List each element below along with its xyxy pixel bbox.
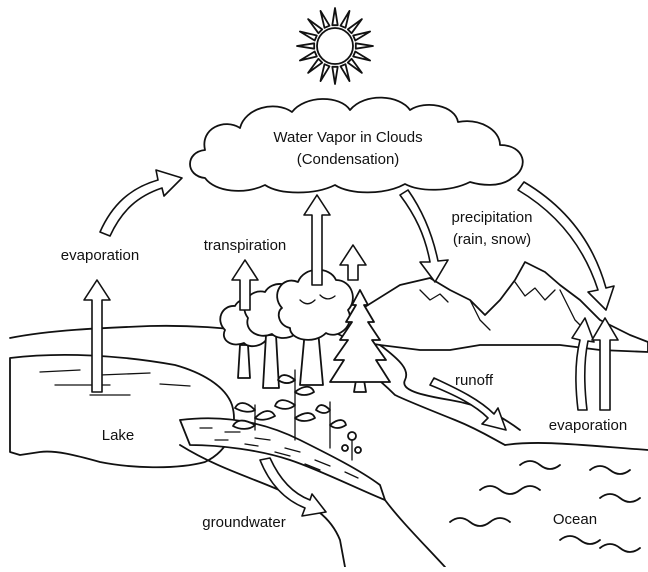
sun-ray [353, 32, 370, 41]
ocean-shore-line [385, 500, 445, 567]
sun-ray [353, 52, 370, 61]
sun-ray [300, 52, 317, 61]
ocean-waves: Ocean [450, 461, 640, 552]
sun-ray [348, 19, 362, 33]
cloud-shape: Water Vapor in Clouds (Condensation) [190, 98, 523, 193]
precipitation-label-line2: (rain, snow) [453, 231, 531, 248]
evaporation-right-label: evaporation [549, 417, 627, 434]
sun-ray [341, 64, 350, 81]
arrow-evap-to-cloud [100, 170, 182, 236]
ocean-horizon-line [505, 443, 648, 450]
evaporation-left-label: evaporation [61, 247, 139, 264]
sun-ray [321, 11, 330, 28]
sun-icon [297, 8, 373, 84]
lake: Lake [10, 355, 234, 467]
sun-ray [341, 11, 350, 28]
sun-ray [321, 64, 330, 81]
arrow-precipitation [400, 190, 448, 282]
sun-ray [308, 19, 322, 33]
sun-ray [332, 8, 337, 25]
sun-ray [308, 59, 322, 73]
lake-label: Lake [102, 427, 135, 444]
runoff-label: runoff [455, 372, 494, 389]
arrow-evap-ocean-1 [572, 318, 594, 410]
cloud-label-line1: Water Vapor in Clouds [273, 129, 422, 146]
sun-ray [332, 67, 337, 84]
ocean-label: Ocean [553, 511, 597, 528]
sun-ray [297, 43, 314, 48]
cloud-label-line2: (Condensation) [297, 151, 400, 168]
horizon-line-left [10, 326, 250, 338]
precipitation-label-line1: precipitation [452, 209, 533, 226]
sun-ray [348, 59, 362, 73]
sun-ray [300, 32, 317, 41]
sun-ray [356, 43, 373, 48]
transpiration-label: transpiration [204, 237, 287, 254]
arrow-transpiration-3 [340, 245, 366, 280]
groundwater-label: groundwater [202, 514, 285, 531]
